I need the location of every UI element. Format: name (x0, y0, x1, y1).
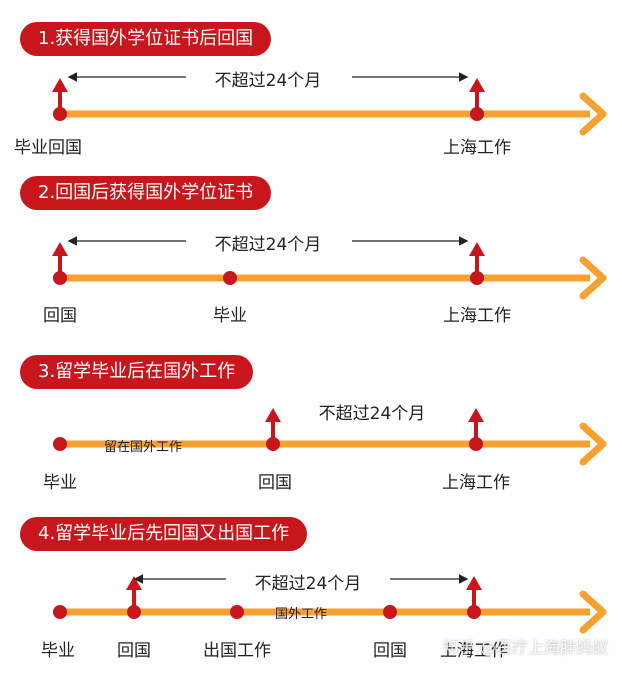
section-title-1: 1.获得国外学位证书后回国 (20, 22, 272, 56)
arrow-head-icon (579, 256, 607, 300)
timeline-2 (52, 236, 607, 300)
timeline-dot (469, 437, 483, 451)
section-title-4: 4.留学毕业后先回国又出国工作 (20, 517, 308, 551)
timeline-dot (470, 107, 484, 121)
timeline-label: 回国 (43, 306, 77, 326)
section-title-3: 3.留学毕业后在国外工作 (20, 355, 254, 389)
timeline-label: 毕业 (43, 473, 77, 493)
timeline-dot (53, 605, 67, 619)
timeline-1 (52, 72, 607, 136)
arrow-head-icon (579, 92, 607, 136)
timeline-dot (53, 271, 67, 285)
arrow-head-icon (579, 422, 607, 466)
timeline-label: 回国 (117, 641, 151, 661)
timeline-dot (467, 605, 481, 619)
timeline-label: 毕业 (41, 641, 75, 661)
timeline-dot (230, 605, 244, 619)
timeline-dot (53, 107, 67, 121)
timeline-label: 毕业回国 (14, 138, 82, 158)
timeline-dot (383, 605, 397, 619)
span-label: 不超过24个月 (254, 574, 362, 594)
watermark: 知乎 @医疗上海胖蚂蚁 (442, 638, 608, 657)
timeline-label: 回国 (258, 473, 292, 493)
timeline-label: 出国工作 (203, 641, 271, 661)
span-label: 不超过24个月 (214, 235, 322, 255)
timeline-label: 回国 (373, 641, 407, 661)
timeline-dot (223, 271, 237, 285)
timeline-label: 上海工作 (443, 138, 511, 158)
timeline-label: 上海工作 (442, 473, 510, 493)
timeline-dot (470, 271, 484, 285)
span-label: 不超过24个月 (214, 71, 322, 91)
timeline-label: 毕业 (213, 306, 247, 326)
period-note: 留在国外工作 (104, 440, 183, 455)
timeline-4 (53, 574, 607, 634)
timeline-dot (53, 437, 67, 451)
timeline-label: 上海工作 (440, 641, 508, 661)
section-title-2: 2.回国后获得国外学位证书 (20, 176, 272, 210)
timeline-dot (127, 605, 141, 619)
timeline-3 (53, 408, 607, 466)
span-label: 不超过24个月 (318, 404, 426, 424)
timeline-label: 上海工作 (443, 306, 511, 326)
period-note: 国外工作 (275, 607, 328, 622)
arrow-head-icon (579, 590, 607, 634)
timeline-dot (266, 437, 280, 451)
